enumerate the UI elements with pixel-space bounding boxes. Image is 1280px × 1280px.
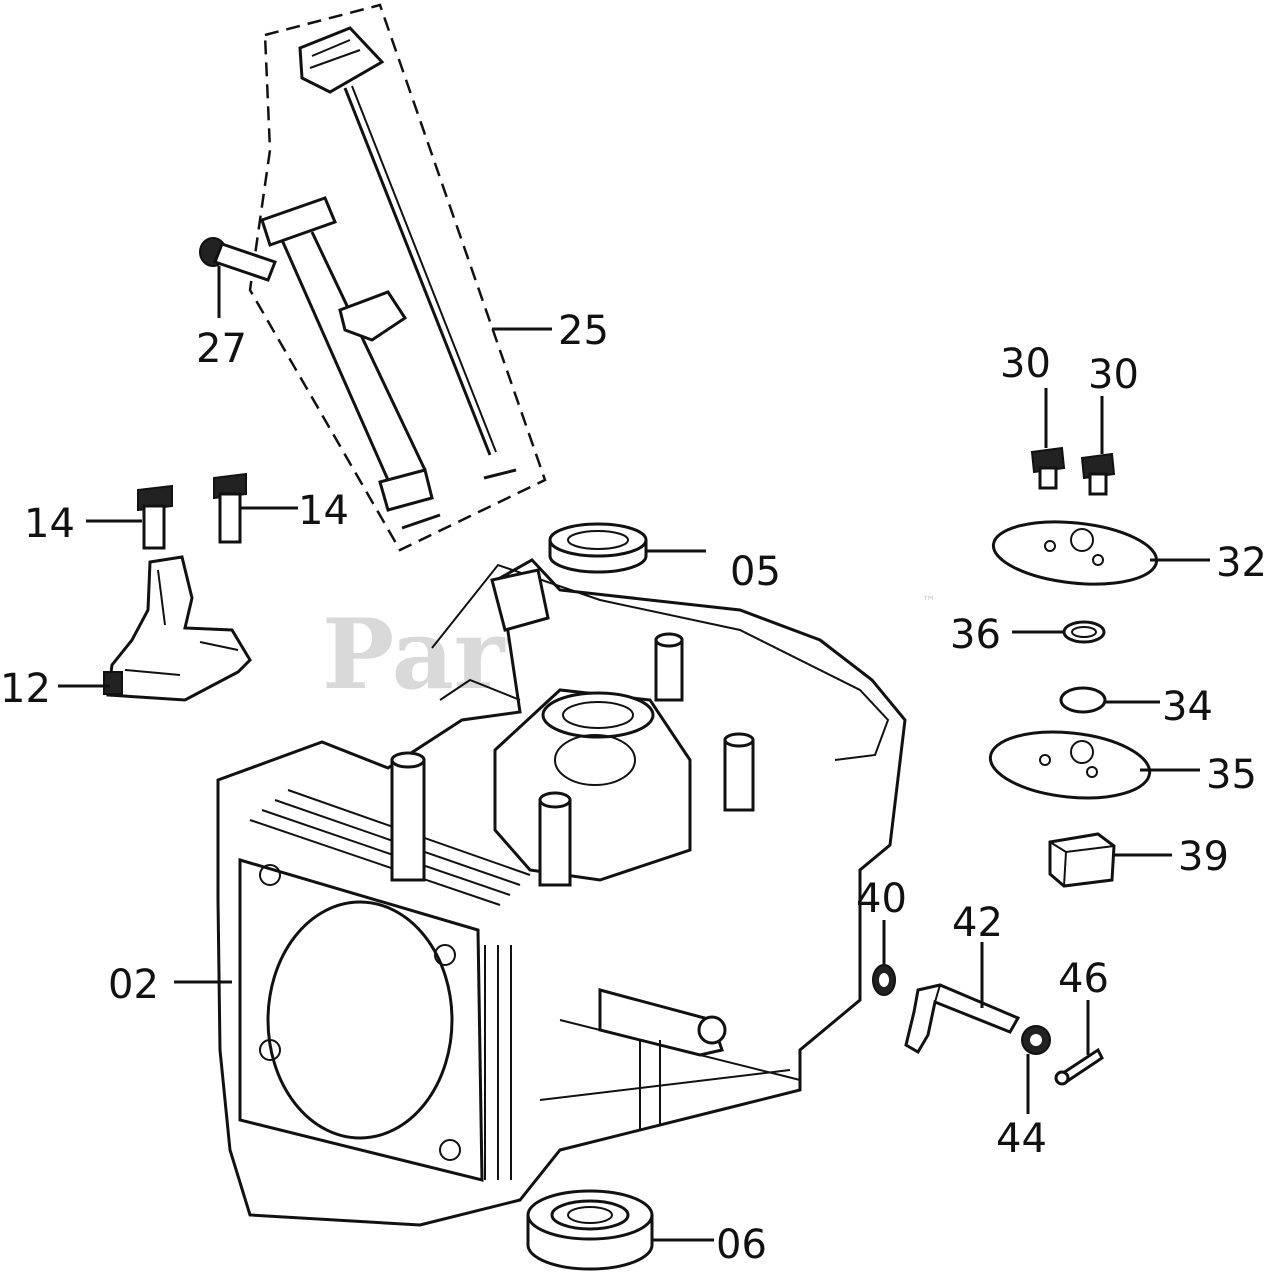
callout-05[interactable]: 05 (730, 549, 781, 595)
part-30-bolt-right[interactable] (1080, 452, 1116, 496)
callout-02[interactable]: 02 (108, 962, 159, 1008)
part-40-washer[interactable] (872, 964, 896, 996)
part-34-disc[interactable] (1059, 686, 1107, 714)
callout-30a[interactable]: 30 (1000, 341, 1051, 387)
callout-36[interactable]: 36 (950, 612, 1001, 658)
part-44-nut[interactable] (1021, 1025, 1051, 1055)
callout-32[interactable]: 32 (1216, 540, 1267, 586)
part-32-plate[interactable] (990, 515, 1159, 592)
callout-27[interactable]: 27 (196, 326, 247, 372)
part-36-o-ring[interactable] (1062, 620, 1106, 644)
callout-42[interactable]: 42 (952, 900, 1003, 946)
part-39-block[interactable] (1048, 832, 1116, 888)
callout-46[interactable]: 46 (1058, 956, 1109, 1002)
part-30-bolt-left[interactable] (1030, 446, 1066, 490)
callout-14b[interactable]: 14 (298, 488, 349, 534)
part-27-bolt[interactable] (199, 237, 277, 282)
callout-30b[interactable]: 30 (1088, 352, 1139, 398)
callout-39[interactable]: 39 (1178, 834, 1229, 880)
part-25-dipstick-assembly[interactable] (248, 3, 547, 552)
part-46-cotter-pin[interactable] (1054, 1047, 1104, 1086)
callout-44[interactable]: 44 (996, 1116, 1047, 1162)
part-06-bearing[interactable] (526, 1189, 654, 1271)
callout-35[interactable]: 35 (1206, 752, 1257, 798)
part-35-plate[interactable] (987, 725, 1153, 805)
callout-34[interactable]: 34 (1162, 684, 1213, 730)
callout-25[interactable]: 25 (558, 308, 609, 354)
part-12-bracket[interactable] (103, 555, 252, 702)
part-42-lever-shaft[interactable] (904, 983, 1021, 1055)
part-14-bolt-right[interactable] (213, 472, 247, 544)
callout-14a[interactable]: 14 (24, 501, 75, 547)
callout-06[interactable]: 06 (716, 1222, 767, 1268)
part-02-crankcase[interactable] (216, 558, 907, 1227)
callout-12[interactable]: 12 (0, 666, 51, 712)
watermark-trademark: ™ (922, 594, 936, 610)
part-14-bolt-left[interactable] (137, 484, 173, 550)
callout-40[interactable]: 40 (856, 876, 907, 922)
part-05-oil-seal[interactable] (548, 522, 648, 574)
